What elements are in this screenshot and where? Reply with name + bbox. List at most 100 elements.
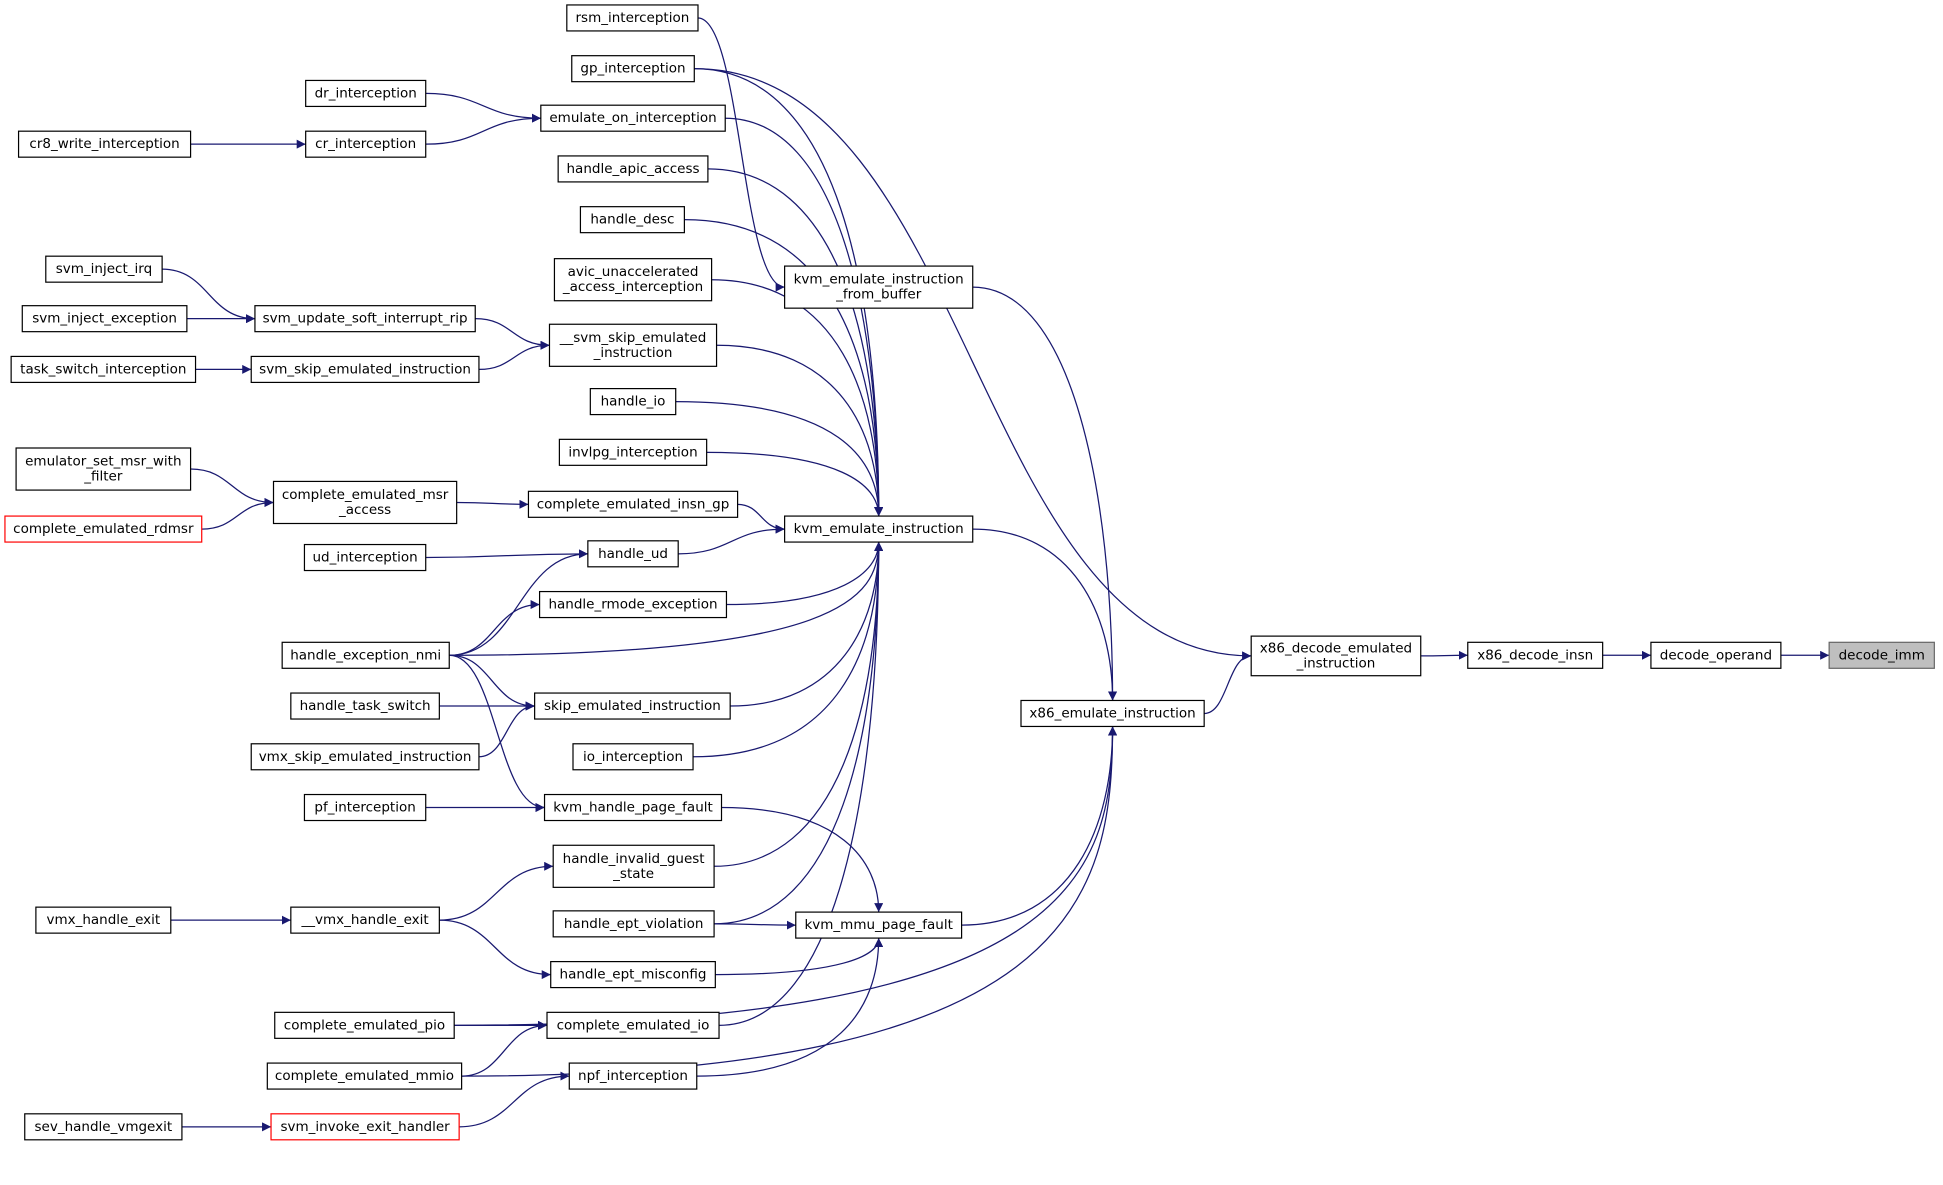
node-box [17,130,192,158]
node-sev-handle-vmgexit[interactable]: sev_handle_vmgexit [24,1113,183,1141]
node-invlpg-interception[interactable]: invlpg_interception [558,438,708,466]
node-label: cr_interception [315,136,416,152]
node-box [250,743,480,771]
node-kvm-emulate-instruction[interactable]: kvm_emulate_instruction [784,515,974,543]
node-box [1828,641,1935,669]
node-box [254,305,476,333]
node-svm-invoke-exit-handler[interactable]: svm_invoke_exit_handler [270,1113,460,1141]
node-x86-emulate-instruction[interactable]: x86_emulate_instruction [1020,699,1205,728]
node-label: cr8_write_interception [29,136,179,152]
node-complete-emulated-rdmsr[interactable]: complete_emulated_rdmsr [4,515,203,543]
edge [475,318,550,350]
node-label: handle_desc [590,212,674,228]
node-pf-interception[interactable]: pf_interception [303,793,427,822]
node-handle-io[interactable]: handle_io [589,388,677,416]
node-gp-interception[interactable]: gp_interception [571,55,695,83]
node-complete-emulated-msr-access[interactable]: complete_emulated_msr_access [272,480,458,525]
node-vmx-skip-emulated-instruction[interactable]: vmx_skip_emulated_instruction [250,743,480,771]
node-box [1650,641,1782,669]
node-box [290,906,440,934]
node-handle-desc[interactable]: handle_desc [579,206,685,234]
node-svm-update-soft-interrupt-rip[interactable]: svm_update_soft_interrupt_rip [254,305,476,333]
node-box [784,515,974,543]
node-label: x86_decode_emulated [1260,640,1412,656]
edge [439,919,551,980]
node-handle-ept-misconfig[interactable]: handle_ept_misconfig [550,960,716,989]
edge [714,542,884,867]
node-label: gp_interception [580,61,685,77]
node-label: _access_interception [562,279,703,295]
edge [449,654,545,812]
edge [425,549,588,559]
node-decode-imm[interactable]: decode_imm [1828,641,1935,669]
node-handle-invalid-guest-state[interactable]: handle_invalid_guest_state [552,844,715,888]
node-kvm-emulate-instruction-from-buffer[interactable]: kvm_emulate_instruction_from_buffer [784,265,974,309]
node-label: __vmx_handle_exit [300,912,428,928]
node-handle-exception-nmi[interactable]: handle_exception_nmi [281,641,450,669]
node-complete-emulated-insn-gp[interactable]: complete_emulated_insn_gp [527,490,739,518]
node-x86-decode-insn[interactable]: x86_decode_insn [1467,641,1604,669]
node-label: x86_emulate_instruction [1029,705,1195,721]
node-box [566,4,699,32]
edge [961,726,1118,926]
node-complete-emulated-pio[interactable]: complete_emulated_pio [274,1011,455,1039]
node-box [250,355,480,384]
node-handle-rmode-exception[interactable]: handle_rmode_exception [538,590,728,619]
node-cr-interception[interactable]: cr_interception [305,130,427,158]
edge [716,344,884,517]
edge [449,600,540,656]
node-kvm-handle-page-fault[interactable]: kvm_handle_page_fault [543,793,723,822]
node-label: dr_interception [315,85,417,101]
edge [201,497,274,530]
edge [449,542,884,656]
edge [693,542,884,758]
node-dr-interception[interactable]: dr_interception [305,79,427,108]
node-cr8-write-interception[interactable]: cr8_write_interception [17,130,192,158]
node-box [572,743,694,771]
node-svm-skip-emulated-instruction[interactable]: __svm_skip_emulated_instruction [548,323,718,367]
node-decode-operand[interactable]: decode_operand [1650,641,1782,669]
node-box [571,55,695,83]
node-svm-inject-irq[interactable]: svm_inject_irq [45,255,163,283]
edge [1204,651,1252,715]
edge [721,806,884,913]
node-handle-apic-access[interactable]: handle_apic_access [557,155,709,183]
node-task-switch-interception[interactable]: task_switch_interception [10,355,197,384]
node-complete-emulated-mmio[interactable]: complete_emulated_mmio [266,1062,463,1090]
node-handle-ept-violation[interactable]: handle_ept_violation [552,910,715,938]
node-label: kvm_mmu_page_fault [804,917,952,933]
node-x86-decode-emulated-instruction[interactable]: x86_decode_emulated_instruction [1250,635,1422,677]
edge [678,524,785,555]
node-handle-task-switch[interactable]: handle_task_switch [290,692,440,720]
node-label: handle_ud [598,546,668,562]
node-io-interception[interactable]: io_interception [572,743,694,771]
node-label: handle_io [601,394,666,410]
node-svm-skip-emulated-instruction[interactable]: svm_skip_emulated_instruction [250,355,480,384]
node-box [552,844,715,888]
node-rsm-interception[interactable]: rsm_interception [566,4,699,32]
node-complete-emulated-io[interactable]: complete_emulated_io [546,1011,720,1039]
node-label: _instruction [1296,655,1376,671]
node-vmx-handle-exit[interactable]: vmx_handle_exit [35,906,172,934]
node-skip-emulated-instruction[interactable]: skip_emulated_instruction [534,692,731,720]
node-label: _access [338,502,391,518]
node-avic-unaccelerated-access-interception[interactable]: avic_unaccelerated_access_interception [553,258,713,302]
node-kvm-mmu-page-fault[interactable]: kvm_mmu_page_fault [795,911,963,939]
edge-layer [162,17,1830,1132]
node-box [45,255,163,283]
node-ud-interception[interactable]: ud_interception [303,543,427,572]
node-npf-interception[interactable]: npf_interception [568,1062,698,1090]
node-handle-ud[interactable]: handle_ud [587,540,679,568]
node-svm-inject-exception[interactable]: svm_inject_exception [21,305,188,333]
node-emulator-set-msr-with-filter[interactable]: emulator_set_msr_with_filter [15,447,192,491]
node-label: emulate_on_interception [549,110,716,126]
node-box [15,447,192,491]
node-vmx-handle-exit[interactable]: __vmx_handle_exit [290,906,440,934]
node-label: complete_emulated_rdmsr [13,521,194,537]
node-box [1020,699,1205,728]
node-box [587,540,679,568]
node-box [589,388,677,416]
node-emulate-on-interception[interactable]: emulate_on_interception [540,104,726,132]
edge [478,701,535,758]
node-label: handle_invalid_guest [563,851,705,867]
